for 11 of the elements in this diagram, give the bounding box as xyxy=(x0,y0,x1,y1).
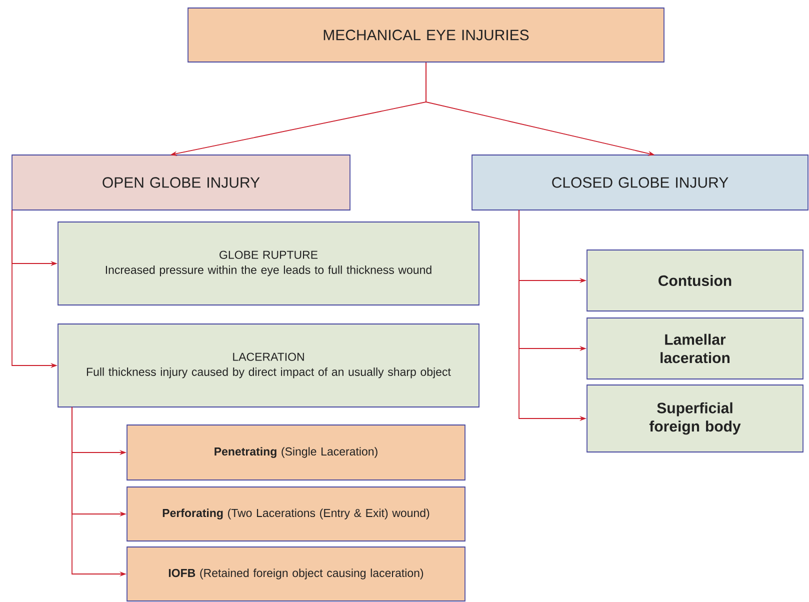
type-box: LACERATION Full thickness injury caused by direct impact of an usually sharp object xyxy=(58,324,480,408)
type-box: Lamellar laceration xyxy=(586,318,804,380)
category-box: CLOSED GLOBE INJURY xyxy=(472,154,808,210)
type-box: GLOBE RUPTURE Increased pressure within the eye leads to full thickness wound xyxy=(58,222,480,306)
title-box: MECHANICAL EYE INJURIES xyxy=(188,8,664,62)
subtype-box: IOFB (Retained foreign object causing laceration) xyxy=(126,546,466,602)
category-box: OPEN GLOBE INJURY xyxy=(12,154,350,210)
subtype-box: Penetrating (Single Laceration) xyxy=(126,424,466,480)
type-box: Contusion xyxy=(586,250,804,312)
type-box: Superficial foreign body xyxy=(586,384,804,452)
subtype-box: Perforating (Two Lacerations (Entry & Exit) wound) xyxy=(126,486,466,542)
